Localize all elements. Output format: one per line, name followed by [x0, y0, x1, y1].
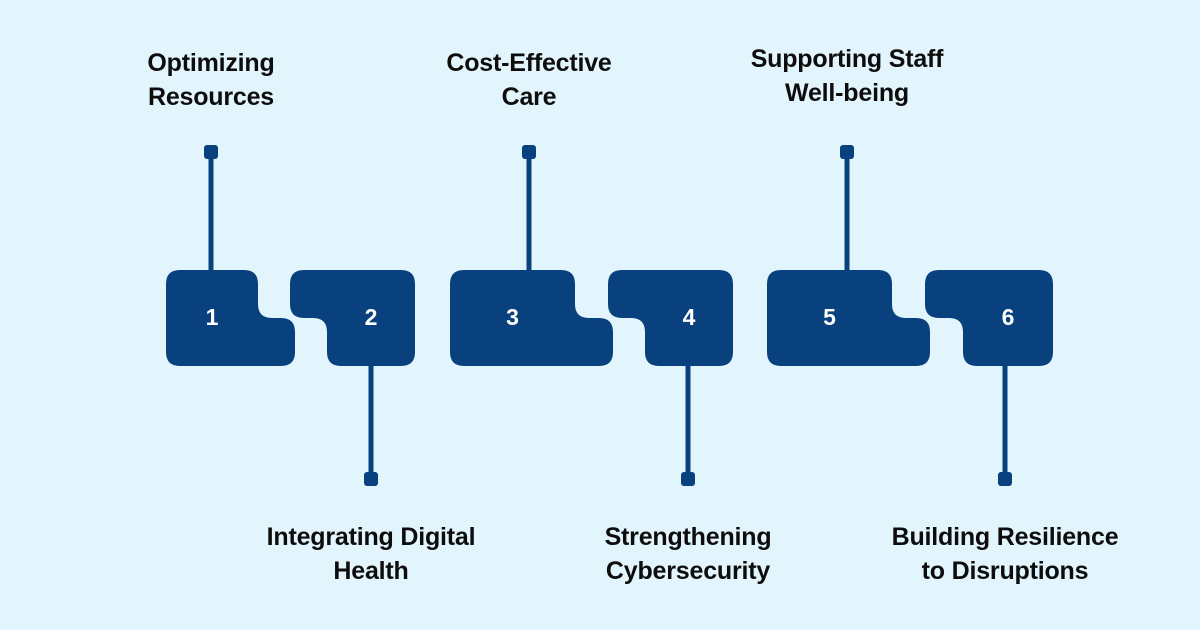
step-block-shape: [290, 270, 415, 366]
connector-stem: [368, 362, 374, 479]
step-block-shape: [608, 270, 733, 366]
connector-3: [522, 145, 536, 274]
connector-stem: [208, 152, 214, 274]
step-label-3: Cost-Effective Care: [446, 49, 612, 111]
connector-marker-square: [840, 145, 854, 159]
step-block-6[interactable]: [925, 270, 1053, 366]
connector-6: [998, 362, 1012, 486]
connector-marker-square: [681, 472, 695, 486]
step-block-2[interactable]: [290, 270, 415, 366]
connector-stem: [1002, 362, 1008, 479]
step-block-shape: [450, 270, 613, 366]
step-block-3[interactable]: [450, 270, 613, 366]
connector-5: [840, 145, 854, 274]
step-block-shape: [767, 270, 930, 366]
step-label-4: Strengthening Cybersecurity: [604, 523, 772, 585]
step-block-5[interactable]: [767, 270, 930, 366]
connector-marker-square: [364, 472, 378, 486]
connector-marker-square: [522, 145, 536, 159]
connector-stem: [844, 152, 850, 274]
step-label-5: Supporting Staff Well-being: [750, 45, 944, 107]
connector-4: [681, 362, 695, 486]
step-block-shape: [166, 270, 295, 366]
connector-2: [364, 362, 378, 486]
connector-marker-square: [998, 472, 1012, 486]
step-block-shape: [925, 270, 1053, 366]
connector-stem: [685, 362, 691, 479]
step-block-1[interactable]: [166, 270, 295, 366]
connector-1: [204, 145, 218, 274]
connector-marker-square: [204, 145, 218, 159]
step-block-4[interactable]: [608, 270, 733, 366]
step-label-6: Building Resilience to Disruptions: [891, 523, 1119, 585]
step-label-2: Integrating Digital Health: [266, 523, 476, 585]
step-label-1: Optimizing Resources: [147, 49, 275, 111]
connector-stem: [526, 152, 532, 274]
